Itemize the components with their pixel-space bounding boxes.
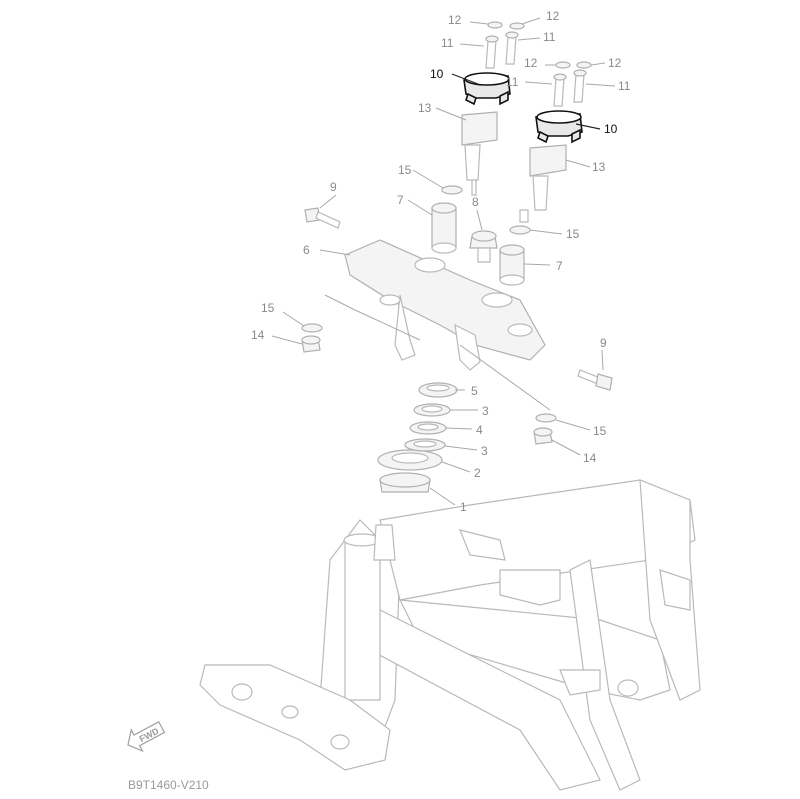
washer-3-lower <box>404 438 446 452</box>
callout-14: 14 <box>583 451 597 465</box>
ring-nut-4 <box>409 421 447 435</box>
washer-3-upper <box>413 403 451 417</box>
bearing-race-1 <box>379 472 431 493</box>
callout-7: 7 <box>397 193 404 207</box>
callout-5: 5 <box>471 384 478 398</box>
callout-10: 10 <box>604 122 618 136</box>
callout-3: 3 <box>481 444 488 458</box>
bearing-race-2 <box>377 449 443 471</box>
bolt-9-right <box>577 369 613 391</box>
bolt-11-c <box>553 73 567 107</box>
callout-11: 11 <box>618 79 631 93</box>
bolt-11-d <box>573 69 587 103</box>
drawing-code: B9T1460-V210 <box>128 778 209 792</box>
stem-nut-8 <box>469 230 498 263</box>
callout-6: 6 <box>303 243 310 257</box>
upper-bracket-6 <box>324 239 551 411</box>
nut-14-left <box>301 335 321 353</box>
callout-8: 8 <box>472 195 479 209</box>
callout-11: 11 <box>506 75 519 89</box>
lower-holder-13-right <box>519 144 567 223</box>
upper-holder-10-left[interactable] <box>463 72 511 106</box>
bolt-9-left <box>304 207 341 229</box>
nut-14-right <box>533 427 553 445</box>
callout-12: 12 <box>524 56 538 70</box>
callout-10: 10 <box>430 67 444 81</box>
callout-11: 11 <box>441 36 454 50</box>
cap-12-d <box>576 61 592 69</box>
callout-13: 13 <box>592 160 606 174</box>
callouts: 12 12 11 11 12 12 11 11 10 10 13 13 15 1… <box>251 9 631 514</box>
cap-12-c <box>555 61 571 69</box>
callout-15: 15 <box>593 424 607 438</box>
callout-7: 7 <box>556 259 563 273</box>
washer-15-upper-right <box>509 225 531 235</box>
callout-15: 15 <box>566 227 580 241</box>
callout-12: 12 <box>608 56 622 70</box>
lower-holder-13-left <box>461 111 498 196</box>
callout-12: 12 <box>448 13 462 27</box>
bolt-11-b <box>505 31 519 65</box>
callout-13: 13 <box>418 101 432 115</box>
callout-15: 15 <box>261 301 275 315</box>
leader-lines <box>271 17 616 506</box>
upper-holder-10-right[interactable] <box>535 110 583 144</box>
callout-3: 3 <box>482 404 489 418</box>
cap-12-b <box>509 22 525 30</box>
cap-12-a <box>487 21 503 29</box>
callout-9: 9 <box>600 336 607 350</box>
lock-washer-5 <box>418 382 458 398</box>
callout-4: 4 <box>476 423 483 437</box>
callout-1: 1 <box>460 500 467 514</box>
spacer-7-left <box>431 202 457 254</box>
spacer-7-right <box>499 244 525 286</box>
callout-9: 9 <box>330 180 337 194</box>
callout-15: 15 <box>398 163 412 177</box>
callout-11: 11 <box>543 30 556 44</box>
fwd-arrow-icon: FWD <box>127 721 166 753</box>
washer-15-upper-left <box>441 185 463 195</box>
frame-assembly <box>199 479 701 791</box>
callout-14: 14 <box>251 328 265 342</box>
washer-15-right <box>535 413 557 423</box>
bolt-11-a <box>485 35 499 69</box>
callout-2: 2 <box>474 466 481 480</box>
callout-12: 12 <box>546 9 560 23</box>
washer-15-left <box>301 323 323 333</box>
